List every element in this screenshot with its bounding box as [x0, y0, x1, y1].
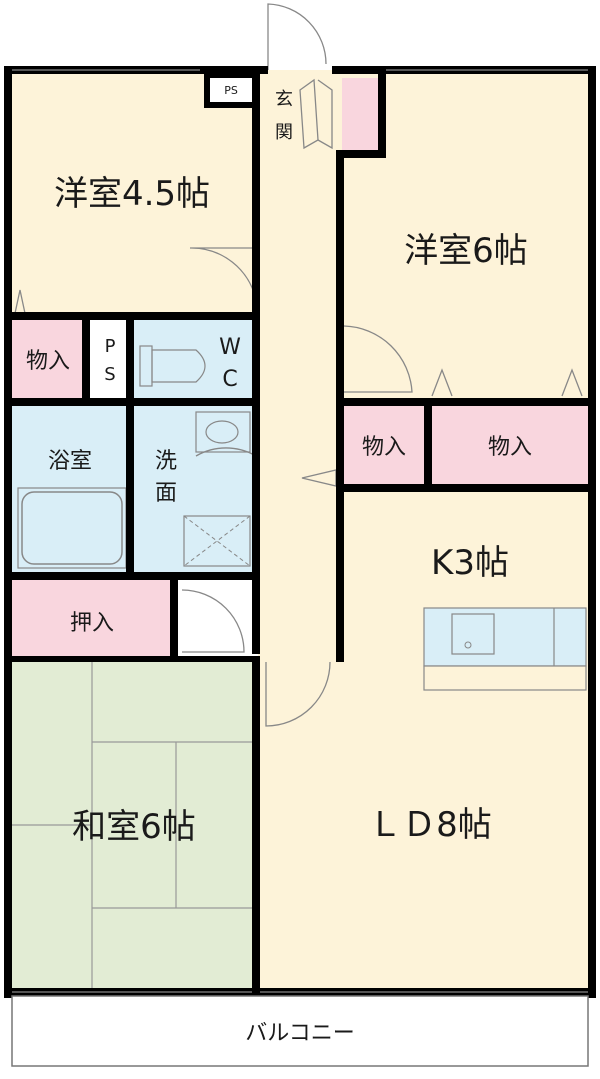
tatami-lines	[12, 662, 256, 990]
label-closet-left: 物入	[26, 349, 70, 374]
label-ps-mid-2: S	[104, 364, 115, 385]
bath-floor	[12, 402, 130, 576]
toilet-bowl	[151, 349, 206, 383]
label-wash-1: 洗	[155, 449, 177, 474]
balcony	[11, 995, 589, 1067]
label-wash-2: 面	[155, 481, 177, 506]
kitchen-bar	[423, 665, 587, 691]
bathtub	[21, 491, 123, 565]
label-western-6: 洋室6帖	[404, 231, 528, 271]
label-oshiire: 押入	[70, 611, 114, 636]
label-ld: ＬＤ8帖	[368, 805, 492, 845]
label-wc-2: C	[222, 367, 237, 392]
windows	[12, 69, 588, 993]
label-ps-mid-1: P	[105, 336, 116, 357]
label-western-4-5: 洋室4.5帖	[54, 174, 210, 214]
label-bath: 浴室	[48, 449, 92, 474]
label-wc-1: W	[219, 335, 241, 360]
kitchen-counter	[423, 607, 587, 667]
closet-right-small-floor	[342, 404, 426, 488]
genkan-closet-floor	[342, 78, 378, 150]
label-washitsu: 和室6帖	[72, 807, 196, 847]
ld-floor	[258, 490, 588, 990]
label-closet-right-large: 物入	[488, 435, 532, 460]
label-ps-top: PS	[224, 84, 238, 97]
label-balcony: バルコニー	[245, 1021, 355, 1046]
ps-top-box	[210, 78, 252, 102]
label-kitchen: K3帖	[431, 543, 509, 583]
closet-right-large-floor	[430, 404, 588, 488]
western-room-4-5-floor	[12, 70, 258, 318]
kitchen-sink	[451, 613, 495, 655]
wash-basin	[195, 411, 251, 453]
washer-pan	[183, 515, 251, 567]
wc-floor	[134, 318, 258, 402]
label-genkan-2: 関	[275, 122, 293, 143]
label-closet-right-small: 物入	[362, 435, 406, 460]
closet-left-floor	[12, 318, 86, 402]
basin-bowl	[205, 420, 239, 444]
oshiire-floor	[12, 578, 176, 660]
label-genkan-1: 玄	[275, 89, 293, 110]
